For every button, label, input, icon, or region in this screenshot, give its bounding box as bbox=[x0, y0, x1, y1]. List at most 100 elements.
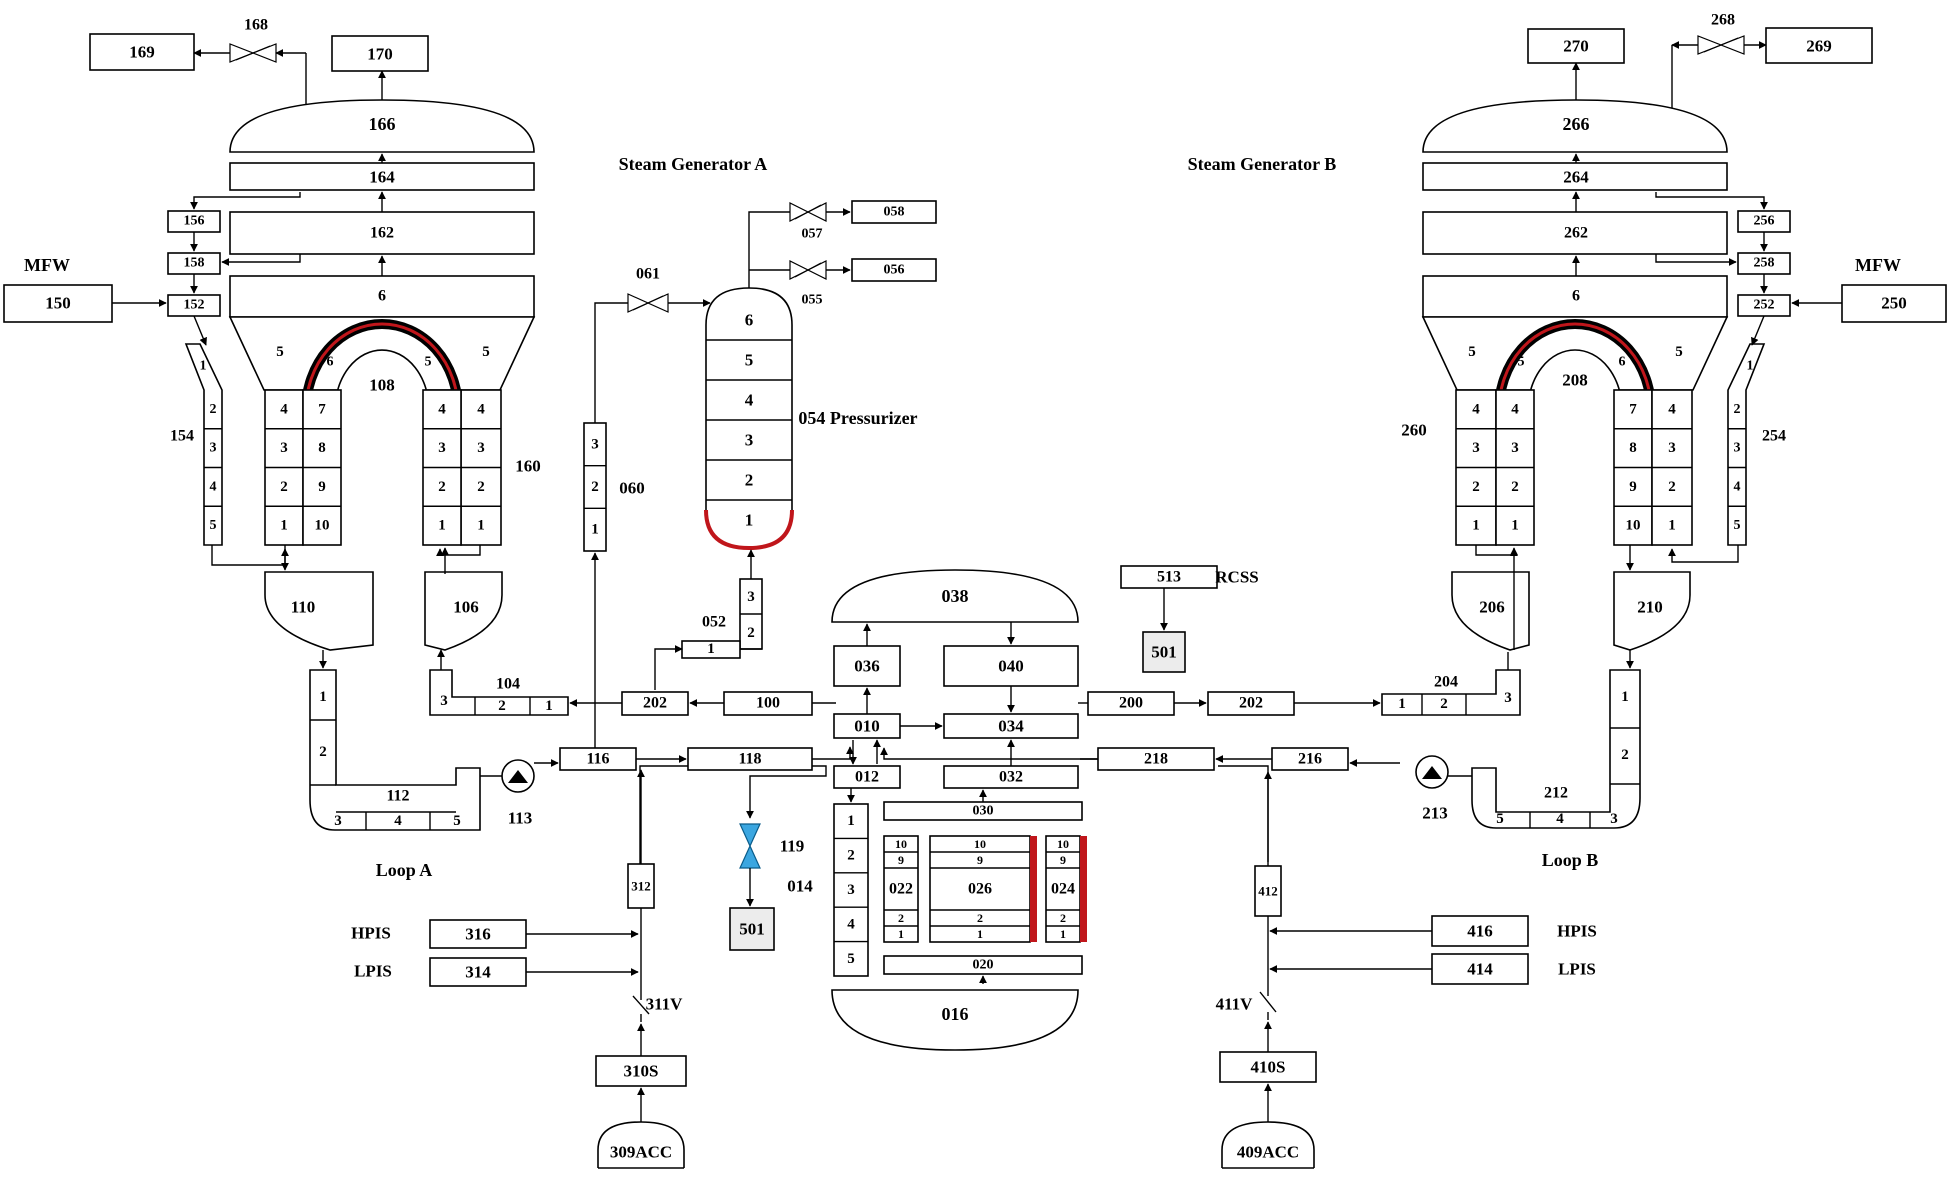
sg-a-riser-right-cell-2: 2 bbox=[477, 479, 485, 495]
steam-generator-b: 270 268 269 266 264 256 262 258 250 MFW bbox=[1401, 12, 1947, 651]
rcss-title: RCSS bbox=[1215, 568, 1258, 587]
valve-268-icon bbox=[1671, 35, 1767, 55]
node-200-label: 200 bbox=[1119, 695, 1143, 712]
node-166 bbox=[229, 99, 535, 153]
node-100-label: 100 bbox=[756, 695, 780, 712]
sg-b-riser-left-cell-4: 4 bbox=[1472, 401, 1480, 417]
node-024-cell-10: 10 bbox=[1057, 837, 1069, 851]
node-056 bbox=[851, 258, 937, 282]
node-010-label: 010 bbox=[854, 717, 880, 736]
node-024-label: 024 bbox=[1051, 881, 1075, 898]
node-202-right-label: 202 bbox=[1239, 695, 1263, 712]
node-309acc bbox=[597, 1121, 685, 1168]
node-118-label: 118 bbox=[738, 751, 761, 768]
node-254-cell-5: 5 bbox=[1734, 518, 1741, 533]
pump-113-label: 113 bbox=[508, 809, 533, 828]
node-202-left-label: 202 bbox=[643, 695, 667, 712]
valve-061-label: 061 bbox=[636, 266, 660, 283]
valve-055-label: 055 bbox=[802, 293, 823, 308]
sg-b-tube-left-cell-2: 2 bbox=[1511, 479, 1519, 495]
node-026-label: 026 bbox=[968, 881, 992, 898]
sg-a-tube-right-cell-1: 1 bbox=[438, 518, 446, 534]
sg-a-riser-left-cell-1: 1 bbox=[280, 518, 288, 534]
node-409acc-label: 409ACC bbox=[1237, 1143, 1299, 1162]
node-160-label: 160 bbox=[515, 457, 541, 476]
node-208-label: 208 bbox=[1562, 371, 1588, 390]
lpis-a-label: LPIS bbox=[354, 962, 392, 981]
node-112-cell-4: 4 bbox=[394, 813, 402, 829]
node-112-cell-5: 5 bbox=[453, 813, 461, 829]
node-170-label: 170 bbox=[367, 45, 393, 64]
node-6-sg-a-label: 6 bbox=[378, 288, 386, 305]
check-valve-311v-icon bbox=[632, 990, 650, 1022]
node-112 bbox=[309, 669, 481, 831]
node-410s bbox=[1219, 1051, 1317, 1083]
node-038 bbox=[831, 569, 1079, 623]
node-112-cell-3: 3 bbox=[334, 813, 342, 829]
node-112-cell-1: 1 bbox=[319, 689, 327, 705]
node-204-cell-2: 2 bbox=[1440, 696, 1448, 712]
sg-b-riser-left-cell-3: 3 bbox=[1472, 440, 1480, 456]
node-270 bbox=[1527, 28, 1625, 64]
sg-a-riser-right-cell-1: 1 bbox=[477, 518, 485, 534]
node-166-label: 166 bbox=[369, 114, 396, 134]
node-513-label: 513 bbox=[1157, 569, 1181, 586]
check-valve-411v-icon bbox=[1259, 990, 1277, 1020]
node-022-cell-9: 9 bbox=[898, 853, 904, 867]
node-410s-label: 410S bbox=[1251, 1058, 1286, 1077]
sg-b-tube-left-cell-1: 1 bbox=[1511, 518, 1519, 534]
node-022-cell-10: 10 bbox=[895, 837, 907, 851]
u-tube-b bbox=[1497, 322, 1653, 545]
node-204-cell-3: 3 bbox=[1504, 690, 1512, 706]
node-316-label: 316 bbox=[465, 925, 491, 944]
pump-113-icon bbox=[480, 759, 559, 793]
node-060-label: 060 bbox=[619, 479, 645, 498]
node-154-cell-2: 2 bbox=[210, 402, 217, 417]
check-valve-311v-label: 311V bbox=[646, 995, 684, 1014]
sg-b-riser-right-cell-1: 1 bbox=[1668, 518, 1676, 534]
node-254-cell-1: 1 bbox=[1747, 359, 1754, 374]
node-169 bbox=[89, 33, 195, 71]
node-104-cell-1: 1 bbox=[545, 698, 553, 714]
node-216 bbox=[1271, 747, 1349, 771]
node-026-cell-2: 2 bbox=[977, 911, 983, 925]
sg-a-riser-right-cell-4: 4 bbox=[477, 401, 485, 417]
sg-b-title: Steam Generator B bbox=[1188, 154, 1337, 174]
node-162-label: 162 bbox=[370, 225, 394, 242]
hpis-a-label: HPIS bbox=[351, 924, 391, 943]
node-036-label: 036 bbox=[854, 657, 880, 676]
node-060-column bbox=[583, 422, 607, 552]
node-154-cell-3: 3 bbox=[210, 441, 217, 456]
node-210 bbox=[1613, 571, 1691, 651]
sg-a-tube-left-cell-9: 9 bbox=[318, 479, 326, 495]
node-024-cell-2: 2 bbox=[1060, 911, 1066, 925]
pressurizer-cell-5: 5 bbox=[745, 351, 754, 370]
sg-b-tube-left-cell-4: 4 bbox=[1511, 401, 1519, 417]
sg-b-tube-6-label: 6 bbox=[1619, 355, 1626, 370]
node-254-label: 254 bbox=[1762, 428, 1786, 445]
node-154-cell-1: 1 bbox=[200, 359, 207, 374]
node-262-label: 262 bbox=[1564, 225, 1588, 242]
loop-a: 3 2 1 104 202 100 1 2 3 4 5 112 113 bbox=[309, 552, 854, 1169]
node-254-cell-2: 2 bbox=[1734, 402, 1741, 417]
node-112-label: 112 bbox=[386, 788, 409, 805]
node-040-label: 040 bbox=[998, 657, 1024, 676]
node-040 bbox=[943, 645, 1079, 687]
sg-a-tube-6-label: 6 bbox=[327, 355, 334, 370]
valve-119-label: 119 bbox=[780, 837, 805, 856]
node-104-cell-3: 3 bbox=[440, 693, 448, 709]
node-020-label: 020 bbox=[973, 958, 994, 973]
node-312-label: 312 bbox=[631, 879, 651, 894]
node-262 bbox=[1422, 211, 1728, 255]
node-501-loop-a-label: 501 bbox=[739, 920, 765, 939]
node-012 bbox=[833, 765, 901, 789]
node-169-label: 169 bbox=[129, 43, 155, 62]
sg-b-tube-left-cell-3: 3 bbox=[1511, 440, 1519, 456]
node-056-label: 056 bbox=[884, 263, 905, 278]
sg-b-plenum-right-label: 5 bbox=[1675, 344, 1683, 360]
pressurizer-title: 054 Pressurizer bbox=[798, 408, 917, 428]
node-026-cell-9: 9 bbox=[977, 853, 983, 867]
node-034 bbox=[943, 713, 1079, 739]
